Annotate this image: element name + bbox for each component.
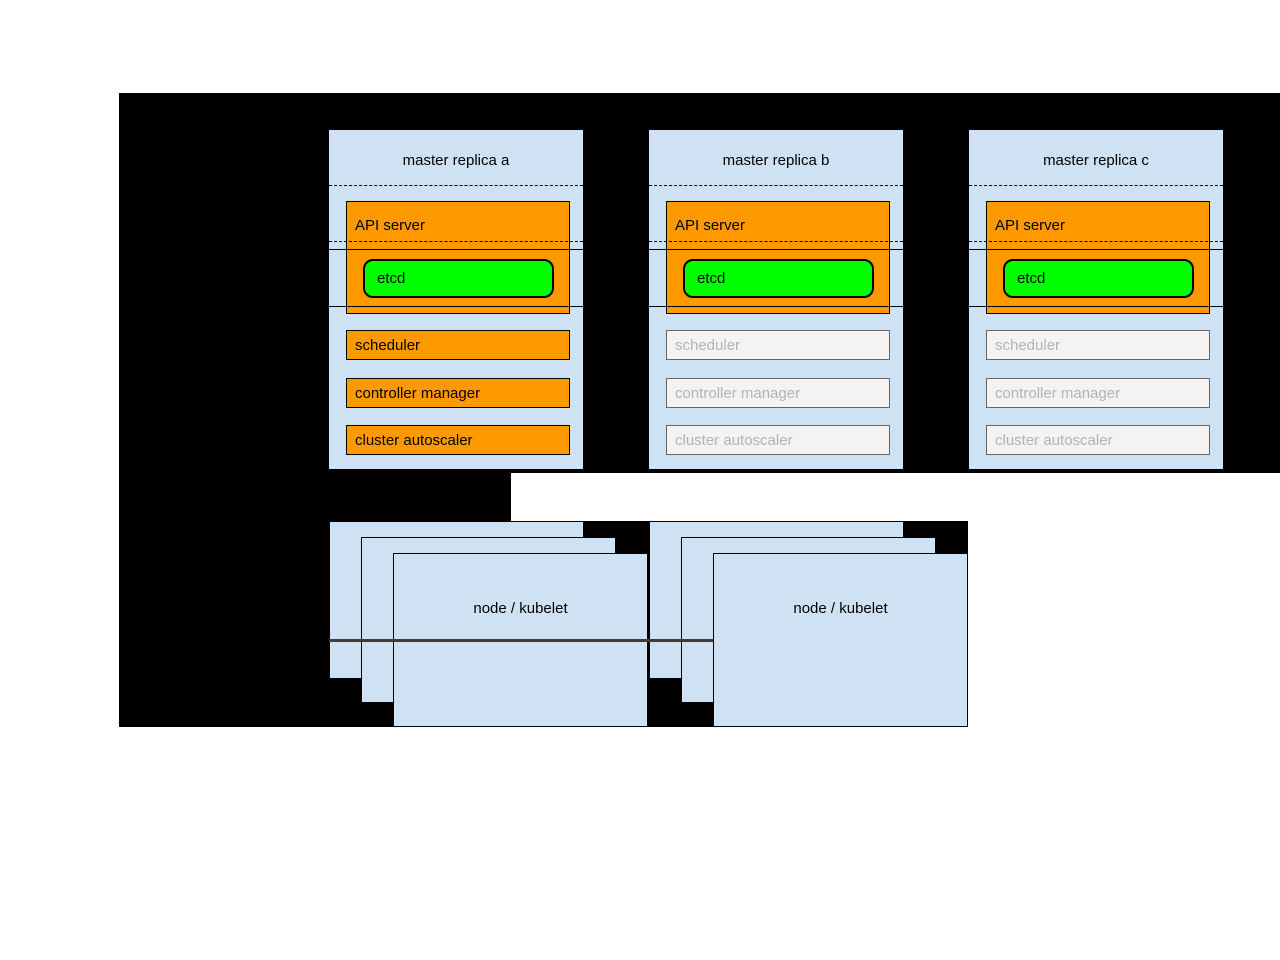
scheduler-box: scheduler: [986, 330, 1210, 360]
node-kubelet-box: node / kubelet: [713, 553, 968, 727]
master-replica-c-title: master replica c: [1043, 152, 1149, 169]
etcd-label: etcd: [377, 270, 406, 287]
api-server-box: API server etcd: [666, 201, 890, 314]
etcd-label: etcd: [1017, 270, 1046, 287]
solid-separator-lower: [649, 306, 903, 307]
etcd-label: etcd: [697, 270, 726, 287]
etcd-box: etcd: [363, 259, 554, 298]
scheduler-box: scheduler: [346, 330, 570, 360]
etcd-box: etcd: [683, 259, 874, 298]
solid-separator-upper: [329, 249, 583, 250]
dashed-separator-mid: [649, 241, 903, 242]
dashed-separator-top: [329, 185, 583, 186]
node-kubelet-label: node / kubelet: [473, 600, 568, 617]
etcd-box: etcd: [1003, 259, 1194, 298]
node-kubelet-label: node / kubelet: [793, 600, 888, 617]
dashed-separator-mid: [329, 241, 583, 242]
solid-separator-lower: [329, 306, 583, 307]
diagram-background-left-bridge: [119, 473, 511, 521]
cluster-autoscaler-box: cluster autoscaler: [666, 425, 890, 455]
api-server-label: API server: [355, 217, 426, 234]
node-connector-line: [329, 639, 713, 642]
master-replica-b-box: master replica b API server etcd schedul…: [648, 129, 904, 470]
scheduler-box: scheduler: [666, 330, 890, 360]
cluster-autoscaler-box: cluster autoscaler: [986, 425, 1210, 455]
dashed-separator-top: [649, 185, 903, 186]
cluster-autoscaler-box: cluster autoscaler: [346, 425, 570, 455]
controller-manager-box: controller manager: [666, 378, 890, 408]
api-server-box: API server etcd: [346, 201, 570, 314]
api-server-label: API server: [675, 217, 746, 234]
solid-separator-upper: [649, 249, 903, 250]
solid-separator-upper: [969, 249, 1223, 250]
dashed-separator-top: [969, 185, 1223, 186]
master-replica-b-title: master replica b: [722, 152, 830, 169]
master-replica-c-box: master replica c API server etcd schedul…: [968, 129, 1224, 470]
controller-manager-box: controller manager: [346, 378, 570, 408]
master-replica-a-box: master replica a API server etcd schedul…: [328, 129, 584, 470]
controller-manager-box: controller manager: [986, 378, 1210, 408]
solid-separator-lower: [969, 306, 1223, 307]
master-replica-a-title: master replica a: [402, 152, 510, 169]
dashed-separator-mid: [969, 241, 1223, 242]
api-server-label: API server: [995, 217, 1066, 234]
api-server-box: API server etcd: [986, 201, 1210, 314]
